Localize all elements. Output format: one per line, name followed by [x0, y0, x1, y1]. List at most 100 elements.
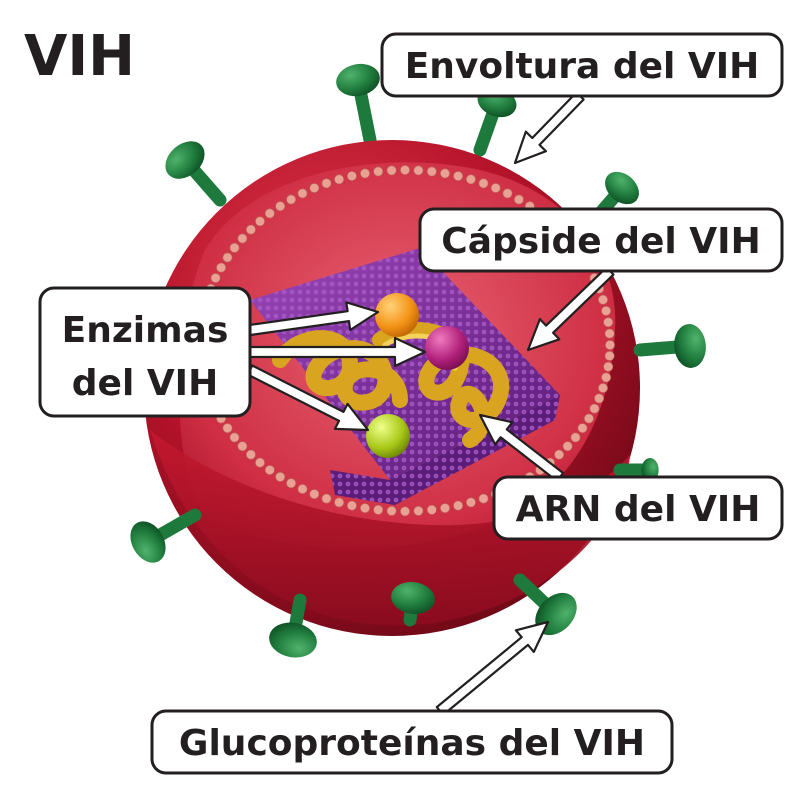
membrane-bead [413, 505, 424, 516]
membrane-bead [222, 252, 233, 263]
label-glycoproteins: Glucoproteínas del VIH [150, 709, 674, 775]
membrane-bead [373, 504, 384, 515]
membrane-bead [386, 165, 397, 176]
membrane-bead [360, 503, 370, 513]
membrane-bead [453, 500, 463, 511]
callout-arrow [513, 91, 585, 165]
membrane-bead [594, 393, 604, 404]
membrane-bead [577, 423, 588, 433]
glycoprotein [130, 508, 202, 563]
membrane-bead [229, 242, 240, 253]
membrane-bead [255, 216, 265, 227]
membrane-bead [222, 423, 233, 433]
membrane-bead [255, 457, 265, 468]
membrane-bead [490, 183, 501, 193]
label-enzymes-box [38, 286, 252, 418]
membrane-bead [245, 224, 256, 235]
membrane-bead [589, 403, 600, 414]
membrane-bead [346, 500, 357, 511]
glycoprotein-cap [674, 324, 706, 368]
membrane-bead [297, 188, 308, 199]
envelope-cut-face [150, 430, 630, 626]
capsid-front-face-dots [330, 395, 560, 505]
membrane-bead [562, 441, 573, 452]
membrane-bead [321, 493, 332, 504]
label-enzymes: Enzimas del VIH [38, 286, 252, 418]
membrane-bead [465, 174, 476, 185]
enzyme-magenta [425, 326, 469, 370]
membrane-bead [478, 493, 489, 504]
label-capsid-text: Cápside del VIH [441, 221, 760, 262]
membrane-bead [275, 201, 286, 212]
label-rna-text: ARN del VIH [516, 489, 761, 530]
membrane-bead [309, 489, 320, 499]
membrane-bead [426, 166, 437, 177]
label-rna-box [492, 475, 784, 541]
membrane-bead [604, 350, 615, 361]
glycoprotein-cap [605, 171, 639, 205]
label-glycoproteins-text: Glucoproteínas del VIH [179, 723, 645, 764]
glycoprotein [269, 593, 317, 658]
membrane-bead [603, 317, 614, 328]
membrane-bead [598, 294, 608, 305]
membrane-bead [360, 168, 370, 179]
callout-arrow [526, 266, 615, 352]
membrane-bead [601, 372, 611, 383]
membrane-bead [440, 503, 450, 513]
glycoprotein [633, 324, 706, 368]
label-enzymes-line1: Enzimas [62, 310, 229, 351]
glycoprotein [336, 63, 380, 147]
membrane-bead [210, 273, 221, 283]
membrane-bead [321, 178, 332, 189]
membrane-bead [229, 432, 240, 443]
glycoprotein-cap [130, 521, 166, 563]
membrane-bead [478, 178, 489, 189]
membrane-bead [346, 171, 357, 181]
membrane-bead [245, 449, 256, 460]
membrane-bead [297, 484, 308, 494]
membrane-bead [465, 497, 476, 508]
membrane-bead [413, 165, 424, 176]
membrane-bead [373, 166, 384, 177]
membrane-bead [275, 471, 286, 482]
enzyme-green [366, 414, 410, 458]
membrane-bead [514, 194, 524, 205]
enzyme-orange [375, 293, 419, 337]
membrane-bead [237, 441, 248, 452]
page-title: VIH [24, 24, 135, 89]
membrane-bead [264, 465, 275, 475]
membrane-bead [502, 188, 513, 199]
membrane-bead [286, 478, 296, 489]
label-capsid: Cápside del VIH [418, 207, 784, 273]
membrane-bead [554, 449, 564, 460]
glycoproteins-front [130, 324, 706, 658]
membrane-bead [237, 233, 248, 244]
label-capsid-box [418, 207, 784, 273]
callout-arrow [246, 364, 370, 432]
glycoprotein-cap [336, 63, 380, 97]
membrane-bead [426, 504, 437, 515]
label-envelope: Envoltura del VIH [380, 32, 784, 98]
membrane-bead [603, 361, 614, 372]
membrane-bead [584, 413, 594, 424]
membrane-bead [216, 262, 226, 273]
membrane-bead [264, 208, 275, 219]
membrane-bead [440, 168, 450, 179]
glycoprotein [165, 141, 227, 207]
label-enzymes-line2: del VIH [72, 363, 218, 404]
callout-arrow [248, 336, 427, 368]
label-envelope-text: Envoltura del VIH [405, 46, 760, 87]
membrane-bead [400, 506, 410, 517]
membrane-bead [605, 340, 615, 350]
membrane-bead [598, 383, 608, 393]
label-rna: ARN del VIH [492, 475, 784, 541]
label-glycoproteins-box [150, 709, 674, 775]
membrane-bead [334, 497, 344, 508]
membrane-bead [334, 174, 344, 185]
membrane-bead [386, 505, 397, 516]
glycoprotein-cap [165, 141, 205, 179]
membrane-bead [453, 171, 463, 181]
callout-arrow [478, 413, 565, 483]
